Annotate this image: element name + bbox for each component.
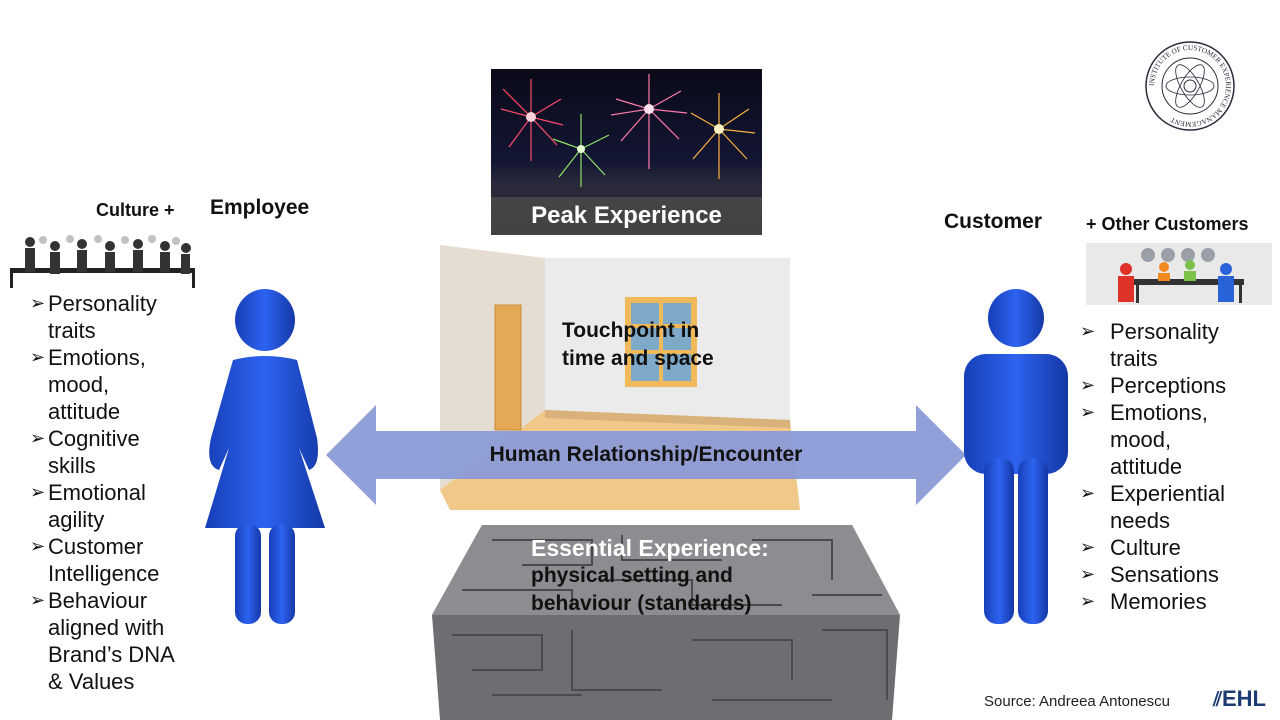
list-item: ➢Emotions,mood,attitude	[1080, 400, 1208, 479]
list-item: ➢Sensations	[1080, 562, 1219, 587]
essential-experience-stone	[432, 525, 900, 720]
other-customers-image	[1086, 243, 1272, 305]
relationship-arrow	[326, 405, 966, 505]
source-credit: Source: Andreea Antonescu	[984, 693, 1170, 710]
fireworks-icon	[500, 74, 756, 187]
touchpoint-label: Touchpoint in time and space	[562, 319, 714, 370]
other-customers-label: + Other Customers	[1086, 214, 1249, 234]
institute-seal-logo: INSTITUTE OF CUSTOMER EXPERIENCE MANAGEM…	[1145, 41, 1235, 131]
essential-experience-text: Essential Experience: physical setting a…	[531, 535, 769, 615]
list-item: ➢Memories	[1080, 589, 1207, 614]
list-item: ➢Perceptions	[1080, 373, 1227, 398]
culture-label: Culture +	[96, 200, 175, 220]
relationship-label: Human Relationship/Encounter	[489, 443, 803, 466]
employee-title: Employee	[210, 196, 310, 219]
svg-text:INSTITUTE OF CUSTOMER EXPERIEN: INSTITUTE OF CUSTOMER EXPERIENCE MANAGEM…	[1148, 44, 1232, 128]
customer-title: Customer	[944, 210, 1043, 233]
list-item: ➢Emotions,mood,attitude	[30, 345, 146, 424]
ehl-logo: ⫽EHL	[1213, 686, 1266, 711]
meeting-silhouette-icon	[10, 235, 195, 288]
ehl-mark-icon: ⫽	[1213, 689, 1222, 711]
employee-figure-icon	[205, 289, 325, 624]
peak-experience-label: Peak Experience	[491, 197, 762, 235]
customer-figure-icon	[964, 289, 1068, 624]
peak-experience-photo: Peak Experience	[491, 69, 762, 235]
list-item: ➢Culture	[1080, 535, 1181, 560]
